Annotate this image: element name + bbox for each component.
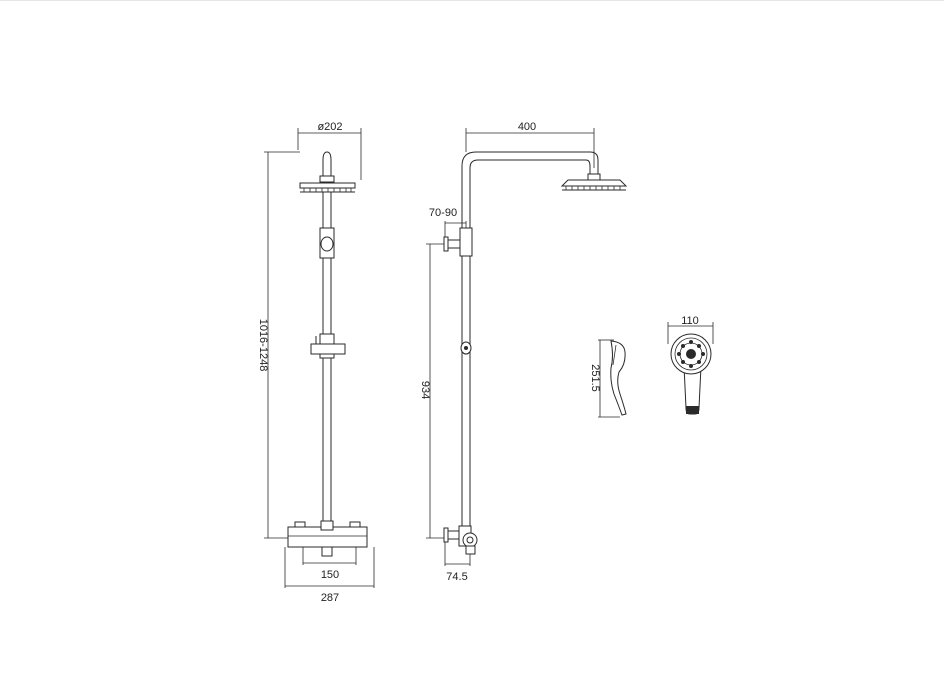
front-riser-rail — [310, 192, 346, 524]
handset-width-label: 110 — [681, 315, 699, 327]
handset-length-label: 251.5 — [589, 364, 601, 392]
front-height-dimension: 1016-1248 — [257, 151, 300, 539]
side-valve — [443, 525, 478, 555]
front-shower-head — [299, 151, 356, 193]
side-projection-dimension: 400 — [465, 121, 595, 168]
side-riser-rail — [443, 227, 473, 528]
top-divider — [0, 0, 944, 1]
handset-side-body — [610, 340, 627, 416]
side-view: 400 70-90 — [419, 121, 628, 583]
front-valve-centres-label: 150 — [321, 569, 339, 581]
front-thermostatic-valve — [287, 520, 368, 557]
side-shower-arm — [461, 151, 628, 228]
side-wall-depth-label: 74.5 — [446, 571, 467, 583]
front-valve-centres-dimension: 150 — [302, 547, 357, 581]
front-overall-width-dimension: 287 — [284, 547, 375, 604]
handset-front-view: 110 — [667, 315, 714, 415]
side-offset-label: 70-90 — [429, 207, 457, 219]
front-head-diameter-label: ø202 — [317, 121, 342, 133]
side-rail-height-label: 934 — [419, 381, 431, 399]
handset-length-dimension: 251.5 — [589, 339, 620, 418]
front-head-diameter-dimension: ø202 — [297, 121, 362, 180]
handset-width-dimension: 110 — [667, 315, 714, 344]
front-height-label: 1016-1248 — [257, 319, 269, 372]
handset-side-view: 251.5 — [589, 339, 627, 418]
side-wall-depth-dimension: 74.5 — [444, 542, 471, 583]
front-view: ø202 1016-1248 — [257, 121, 375, 604]
side-projection-label: 400 — [518, 121, 536, 133]
side-rail-height-dimension: 934 — [419, 243, 444, 539]
front-overall-width-label: 287 — [321, 592, 339, 604]
